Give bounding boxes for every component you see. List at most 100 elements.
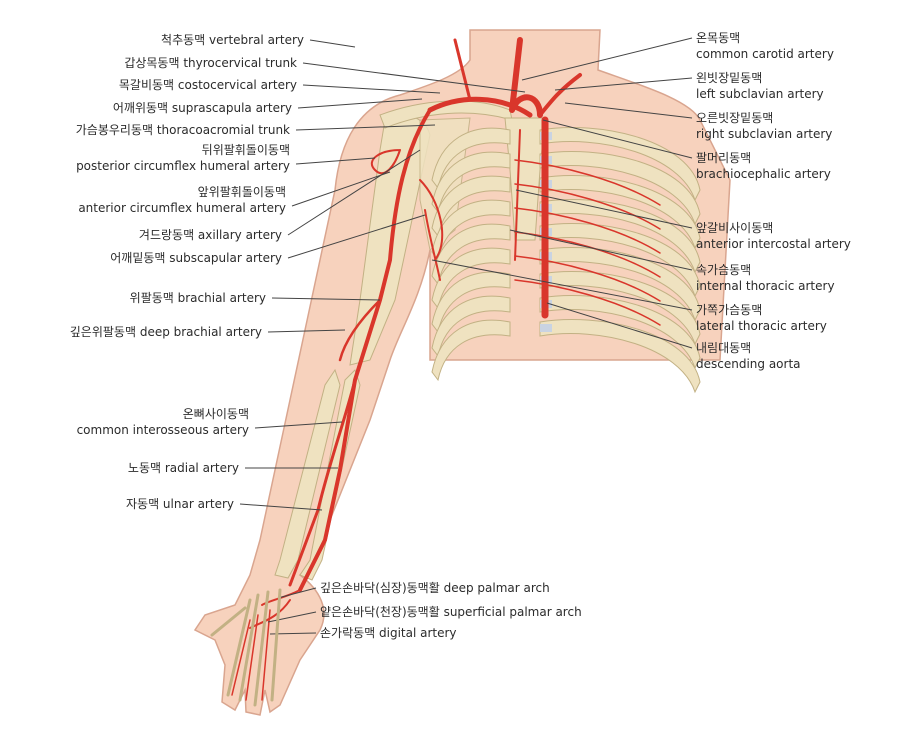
label-lateral-thoracic-leader xyxy=(431,259,693,311)
label-deep-palmar-line: 깊은손바닥(심장)동맥활 deep palmar arch xyxy=(320,581,550,595)
label-vertebral-line: 척추동맥 vertebral artery xyxy=(161,33,304,47)
ulna-bone xyxy=(274,368,341,579)
subscapular-vessel xyxy=(419,179,444,261)
rib-right-8 xyxy=(539,295,701,370)
label-thoracoacromial: 가슴봉우리동맥 thoracoacromial trunk xyxy=(76,122,290,138)
label-right-subclavian-line: right subclavian artery xyxy=(696,127,833,141)
label-anterior-circumflex-line: 앞위팔휘돌이동맥 xyxy=(197,185,286,199)
label-suprascapula: 어깨위동맥 suprascapula artery xyxy=(113,100,292,116)
label-posterior-circumflex-leader xyxy=(295,157,376,165)
label-axillary: 겨드랑동맥 axillary artery xyxy=(139,227,282,243)
anterior-intercostal-vessel-6 xyxy=(514,279,661,326)
deep-brachial-vessel xyxy=(338,298,382,362)
label-deep-palmar: 깊은손바닥(심장)동맥활 deep palmar arch xyxy=(320,580,550,596)
label-axillary-leader xyxy=(287,149,421,236)
label-anterior-intercostal-line: 앞갈비사이동맥 xyxy=(696,221,774,235)
label-common-interosseous-line: 온뼈사이동맥 xyxy=(182,407,249,421)
label-descending-aorta-leader xyxy=(546,302,693,349)
label-ulnar-line: 자동맥 ulnar artery xyxy=(126,497,234,511)
label-ulnar: 자동맥 ulnar artery xyxy=(126,496,234,512)
label-subscapular: 어깨밑동맥 subscapular artery xyxy=(110,250,282,266)
label-posterior-circumflex-line: 뒤위팔휘돌이동맥 xyxy=(201,143,290,157)
label-right-subclavian: 오른빗장밑동맥 right subclavian artery xyxy=(696,110,832,142)
label-common-carotid-leader xyxy=(521,37,693,81)
label-superficial-palmar-leader xyxy=(267,611,317,623)
rib-right-2 xyxy=(539,151,701,226)
label-left-subclavian-line: 왼빗장밑동맥 xyxy=(696,71,763,85)
anterior-intercostal-vessel-2 xyxy=(514,183,661,230)
label-thoracoacromial-line: 가슴봉우리동맥 thoracoacromial trunk xyxy=(75,123,290,137)
label-common-carotid-line: 온목동맥 xyxy=(696,31,741,45)
label-internal-thoracic-leader xyxy=(509,229,693,271)
arterial-tree xyxy=(231,37,661,701)
label-deep-brachial-line: 깊은위팔동맥 deep brachial artery xyxy=(69,325,262,339)
label-axillary-line: 겨드랑동맥 axillary artery xyxy=(138,228,282,242)
digital-vessels xyxy=(231,609,271,701)
label-brachial-leader xyxy=(271,297,381,301)
label-common-carotid-line: common carotid artery xyxy=(696,47,834,61)
label-brachiocephalic: 팔머리동맥 brachiocephalic artery xyxy=(696,150,831,182)
label-vertebral-leader xyxy=(309,39,356,48)
label-brachiocephalic-line: brachiocephalic artery xyxy=(696,167,831,181)
label-brachiocephalic-leader xyxy=(542,119,693,159)
label-brachial: 위팔동맥 brachial artery xyxy=(130,290,266,306)
rib-right-4 xyxy=(539,199,701,274)
anterior-intercostal-vessel-5 xyxy=(514,255,661,302)
label-anterior-circumflex-leader xyxy=(291,171,391,207)
label-subscapular-line: 어깨밑동맥 subscapular artery xyxy=(110,251,282,265)
rib-right-7 xyxy=(539,271,701,346)
label-anterior-intercostal: 앞갈비사이동맥 anterior intercostal artery xyxy=(696,220,851,252)
label-common-interosseous-line: common interosseous artery xyxy=(76,423,249,437)
label-left-subclavian-leader xyxy=(554,77,693,91)
axillary-brachial-radial-vessel xyxy=(298,108,432,592)
label-left-subclavian-line: left subclavian artery xyxy=(696,87,824,101)
label-descending-aorta-line: 내림대동맥 xyxy=(696,341,752,355)
vertebral-vessel xyxy=(453,38,472,102)
rib-right-9 xyxy=(539,319,701,394)
label-radial: 노동맥 radial artery xyxy=(128,460,239,476)
label-common-interosseous-leader xyxy=(254,421,343,429)
posterior-circumflex-vessel xyxy=(370,149,401,175)
label-thyrocervical: 갑상목동맥 thyrocervical trunk xyxy=(124,55,297,71)
rib-right-6 xyxy=(539,247,701,322)
label-brachial-line: 위팔동맥 brachial artery xyxy=(129,291,266,305)
rib-right-3 xyxy=(539,175,701,250)
leader-lines xyxy=(239,37,693,635)
lateral-thoracic-vessel xyxy=(424,209,441,281)
label-thoracoacromial-leader xyxy=(295,124,436,131)
label-common-interosseous: 온뼈사이동맥 common interosseous artery xyxy=(77,406,249,438)
hand-bones xyxy=(210,588,282,707)
label-deep-brachial-leader xyxy=(267,329,346,333)
anterior-intercostal-vessel-1 xyxy=(514,159,661,206)
label-lateral-thoracic-line: lateral thoracic artery xyxy=(696,319,827,333)
label-subscapular-leader xyxy=(287,214,426,259)
label-anterior-intercostal-line: anterior intercostal artery xyxy=(696,237,851,251)
label-costocervical-leader xyxy=(302,84,441,94)
label-radial-line: 노동맥 radial artery xyxy=(127,461,239,475)
label-superficial-palmar: 얕은손바닥(천장)동맥활 superficial palmar arch xyxy=(320,604,582,620)
label-costocervical-line: 목갈비동맥 costocervical artery xyxy=(118,78,297,92)
common-carotid-vessel xyxy=(509,37,543,118)
label-ulnar-leader xyxy=(239,503,323,511)
label-anterior-intercostal-leader xyxy=(515,189,693,229)
label-internal-thoracic-line: internal thoracic artery xyxy=(696,279,835,293)
rib-cage xyxy=(431,127,701,394)
label-costocervical: 목갈비동맥 costocervical artery xyxy=(119,77,297,93)
label-thyrocervical-leader xyxy=(302,62,526,93)
label-right-subclavian-line: 오른빗장밑동맥 xyxy=(696,111,774,125)
ulnar-vessel xyxy=(288,378,357,587)
label-superficial-palmar-line: 얕은손바닥(천장)동맥활 superficial palmar arch xyxy=(320,605,582,619)
label-left-subclavian: 왼빗장밑동맥 left subclavian artery xyxy=(696,70,824,102)
label-brachiocephalic-line: 팔머리동맥 xyxy=(696,151,752,165)
rib-left-9 xyxy=(431,319,511,382)
rib-right-1 xyxy=(539,127,701,202)
left-subclavian-vessel xyxy=(538,73,582,117)
label-thyrocervical-line: 갑상목동맥 thyrocervical trunk xyxy=(124,56,297,70)
